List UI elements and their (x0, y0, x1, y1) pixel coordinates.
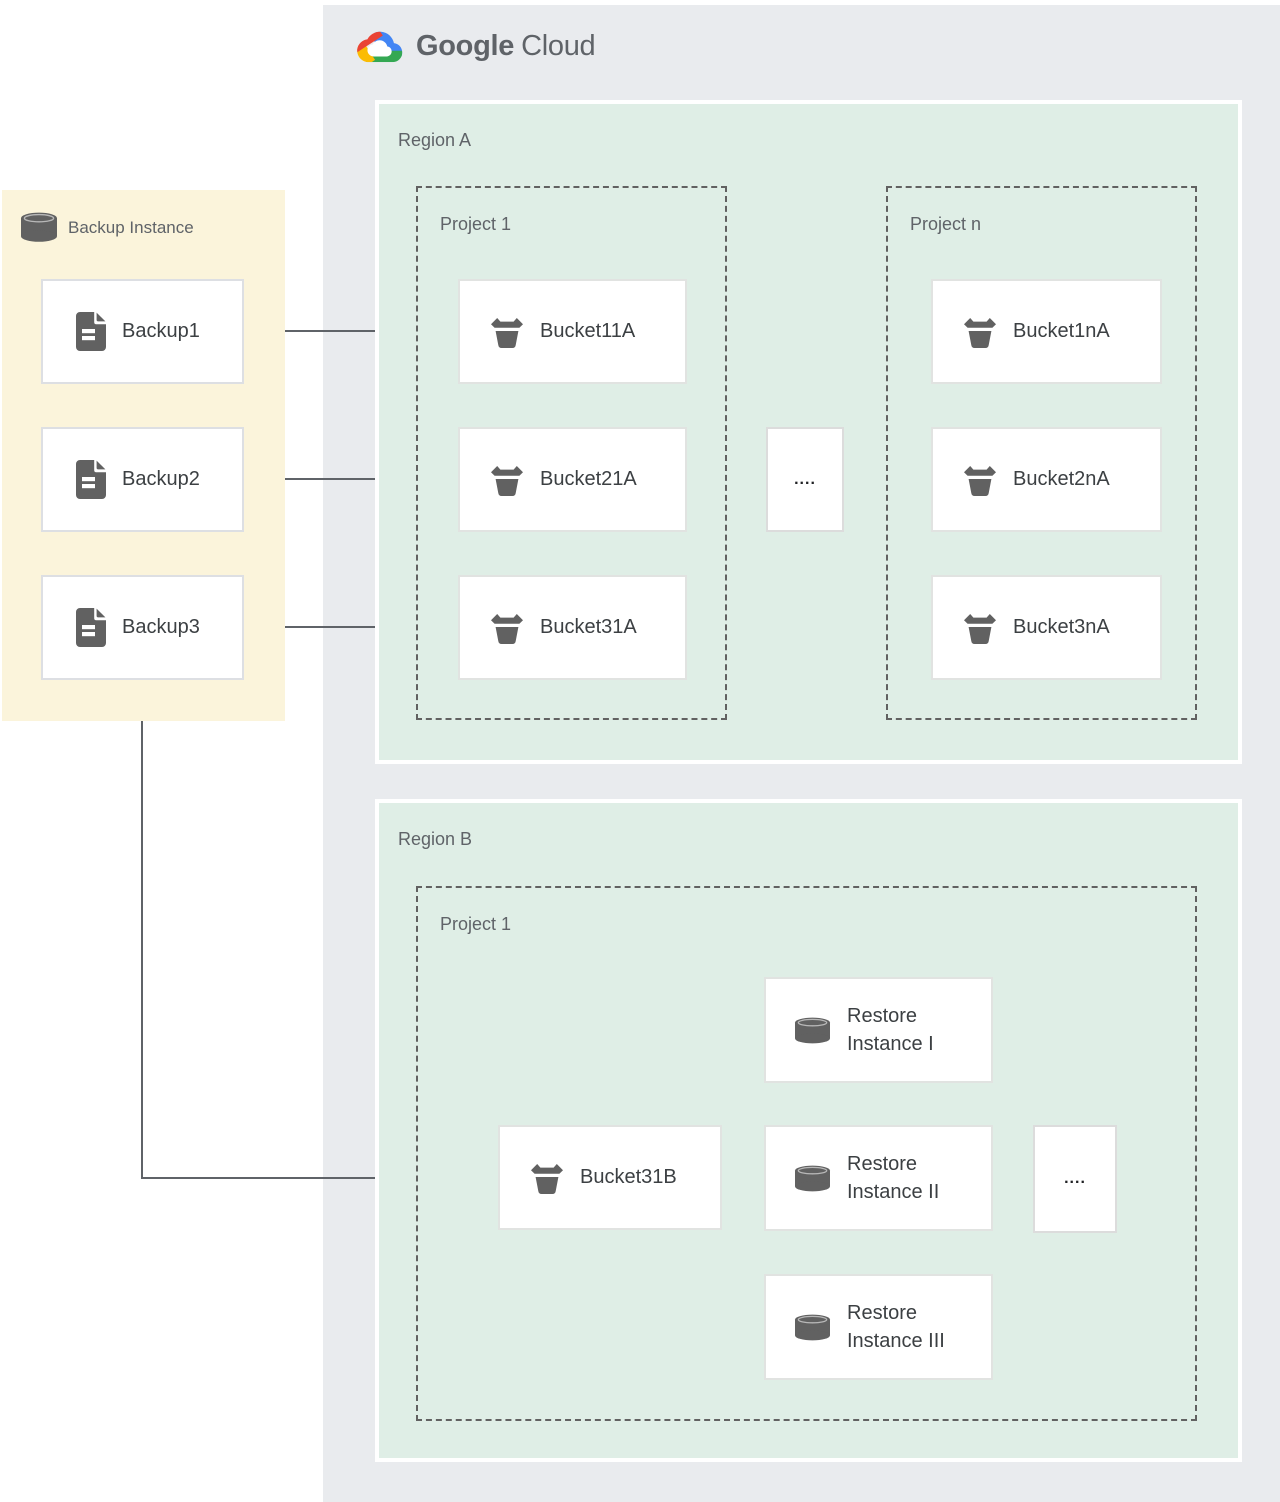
restore-instance-3-node: Restore Instance III (764, 1274, 993, 1380)
backup-instance-panel: Backup Instance Backup1 Backup2 (2, 190, 285, 721)
bucket-icon (531, 1163, 563, 1194)
database-icon (795, 1314, 830, 1340)
backup3-label: Backup3 (122, 616, 200, 638)
bucket1na-node: Bucket1nA (931, 279, 1162, 384)
bucket11a-label: Bucket11A (540, 320, 636, 342)
bucket2na-node: Bucket2nA (931, 427, 1162, 532)
region-a: Region A Project 1 Bucket11A Bucket21A (375, 100, 1242, 764)
connector-backup2-bucket21a (244, 478, 458, 480)
database-icon (795, 1017, 830, 1043)
bucket1na-label: Bucket1nA (1013, 320, 1110, 342)
bucket31a-node: Bucket31A (458, 575, 687, 680)
database-icon (795, 1165, 830, 1191)
bucket-icon (491, 613, 523, 644)
bucket3na-node: Bucket3nA (931, 575, 1162, 680)
bucket21a-label: Bucket21A (540, 468, 637, 490)
region-a-label: Region A (398, 130, 472, 150)
connector-backup3-bucket31a (244, 626, 458, 628)
restore-instance-1-node: Restore Instance I (764, 977, 993, 1083)
bucket3na-label: Bucket3nA (1013, 616, 1110, 638)
restore-instance-2-node: Restore Instance II (764, 1125, 993, 1231)
bucket-icon (964, 465, 996, 496)
bucket-icon (491, 317, 523, 348)
document-icon (76, 312, 106, 351)
restore-instance-3-label: Restore Instance III (847, 1302, 945, 1352)
backup1-label: Backup1 (122, 320, 200, 342)
project-1b-label: Project 1 (440, 914, 512, 934)
region-a-project-n: Project n Bucket1nA Bucket2nA (886, 186, 1197, 720)
project-n-label: Project n (910, 214, 982, 234)
region-a-ellipsis-node: .... (766, 427, 844, 532)
connector-backup3-down-vertical (141, 680, 143, 1179)
document-icon (76, 608, 106, 647)
region-b-ellipsis-node: .... (1033, 1125, 1117, 1233)
backup2-node: Backup2 (41, 427, 244, 532)
project-1-label: Project 1 (440, 214, 512, 234)
bucket-icon (491, 465, 523, 496)
database-icon (21, 212, 57, 242)
restore-instance-2-label: Restore Instance II (847, 1153, 940, 1203)
bucket2na-label: Bucket2nA (1013, 468, 1110, 490)
bucket-icon (964, 317, 996, 348)
bucket31b-node: Bucket31B (498, 1125, 722, 1230)
bucket21a-node: Bucket21A (458, 427, 687, 532)
backup-instance-label: Backup Instance (68, 217, 194, 237)
backup-instance-header: Backup Instance (20, 212, 194, 243)
bucket31a-label: Bucket31A (540, 616, 637, 638)
region-b-label: Region B (398, 829, 473, 849)
logo-product: Cloud (521, 30, 596, 62)
region-a-project-1: Project 1 Bucket11A Bucket21A (416, 186, 727, 720)
bucket11a-node: Bucket11A (458, 279, 687, 384)
logo-brand: Google (416, 30, 515, 62)
backup3-node: Backup3 (41, 575, 244, 680)
google-cloud-icon (357, 31, 403, 63)
backup1-node: Backup1 (41, 279, 244, 384)
region-b-project-1: Project 1 Bucket31B Restore Instance I (416, 886, 1197, 1421)
bucket31b-label: Bucket31B (580, 1166, 677, 1188)
document-icon (76, 460, 106, 499)
connector-backup1-bucket11a (244, 330, 458, 332)
restore-instance-1-label: Restore Instance I (847, 1005, 934, 1055)
connector-backup3-bucket31b (141, 1177, 498, 1179)
ellipsis-label: .... (794, 470, 816, 488)
backup2-label: Backup2 (122, 468, 200, 490)
bucket-icon (964, 613, 996, 644)
region-b: Region B Project 1 Bucket31B Restore Ins… (375, 799, 1242, 1462)
ellipsis-label: .... (1064, 1170, 1086, 1187)
